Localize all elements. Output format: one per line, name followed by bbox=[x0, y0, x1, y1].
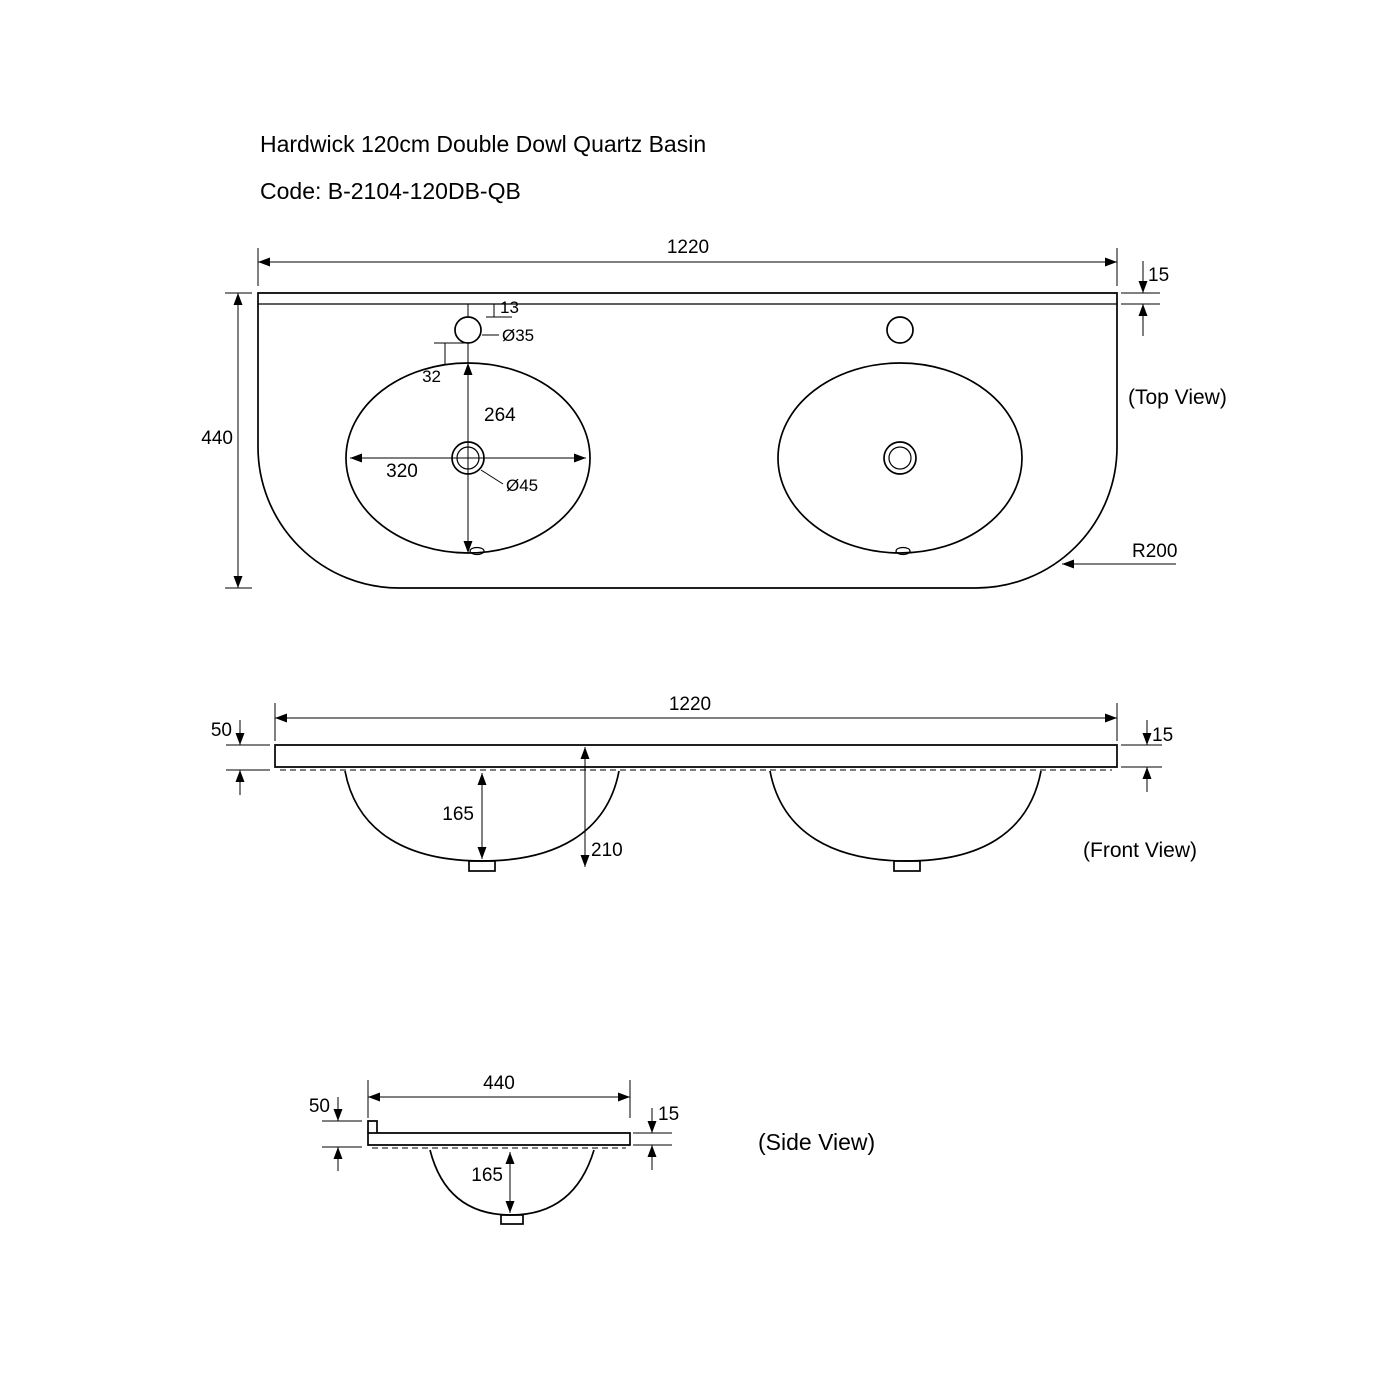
dim-side-thickness-ext bbox=[633, 1132, 672, 1146]
right-tap-hole bbox=[886, 316, 914, 344]
dim-front-thickness-label: 15 bbox=[1152, 725, 1173, 746]
left-tap-hole bbox=[454, 316, 482, 344]
side-slab-outline bbox=[367, 1132, 631, 1146]
dim-tap-offset-label: 13 bbox=[500, 298, 519, 317]
dim-tap-gap-label: 32 bbox=[422, 367, 441, 386]
side-waste bbox=[500, 1214, 524, 1225]
dim-top-overall-width-label: 1220 bbox=[667, 237, 709, 258]
countertop-outline bbox=[257, 292, 1118, 589]
dim-front-overall-height-label: 210 bbox=[591, 840, 623, 861]
right-waste-inner bbox=[888, 446, 912, 470]
dim-front-edge-height-label: 50 bbox=[211, 720, 232, 741]
dim-front-edge-height-ext bbox=[226, 744, 270, 771]
product-code: Code: B-2104-120DB-QB bbox=[260, 178, 521, 204]
side-bowl bbox=[429, 1149, 595, 1216]
dim-side-overall-depth-label: 440 bbox=[483, 1073, 515, 1094]
side-view: 440 50 15 165 (Side View) bbox=[309, 1073, 875, 1225]
front-right-waste bbox=[893, 860, 921, 872]
dim-side-edge-height-label: 50 bbox=[309, 1096, 330, 1117]
front-right-bowl bbox=[769, 770, 1042, 862]
dim-side-thickness-label: 15 bbox=[658, 1104, 679, 1125]
dim-front-bowl-depth-label: 165 bbox=[442, 804, 474, 825]
dim-left-bowl-depth-label: 264 bbox=[484, 405, 516, 426]
right-waste-outer bbox=[883, 441, 917, 475]
dim-waste-diameter-leader bbox=[480, 469, 504, 485]
top-view-label: (Top View) bbox=[1128, 386, 1227, 409]
dim-top-rim-thickness-label: 15 bbox=[1148, 265, 1169, 286]
right-overflow-hole bbox=[895, 546, 911, 556]
dim-side-edge-height-ext bbox=[322, 1120, 362, 1148]
dim-front-overall-width-label: 1220 bbox=[669, 694, 711, 715]
right-basin-rim bbox=[777, 362, 1023, 554]
dim-front-thickness-ext bbox=[1121, 744, 1162, 768]
front-view: 1220 50 15 165 210 (Front View) bbox=[211, 694, 1197, 872]
side-view-label: (Side View) bbox=[758, 1129, 875, 1155]
dim-waste-diameter-label: Ø45 bbox=[506, 476, 538, 495]
front-slab-outline bbox=[274, 744, 1118, 768]
dim-left-bowl-width-label: 320 bbox=[386, 461, 418, 482]
front-view-label: (Front View) bbox=[1083, 839, 1197, 862]
dim-side-bowl-depth-label: 165 bbox=[471, 1165, 503, 1186]
dim-tap-diameter-label: Ø35 bbox=[502, 326, 534, 345]
dim-top-overall-width-ext bbox=[257, 248, 1118, 286]
front-left-waste bbox=[468, 860, 496, 872]
drawing-title: Hardwick 120cm Double Dowl Quartz Basin bbox=[260, 131, 706, 157]
dim-top-overall-depth-label: 440 bbox=[201, 428, 233, 449]
top-view: 1220 15 440 320 264 bbox=[201, 237, 1227, 589]
dim-corner-radius-label: R200 bbox=[1132, 541, 1177, 562]
dim-top-rim-thickness-ext bbox=[1121, 292, 1160, 305]
side-upstand-outline bbox=[367, 1120, 378, 1133]
